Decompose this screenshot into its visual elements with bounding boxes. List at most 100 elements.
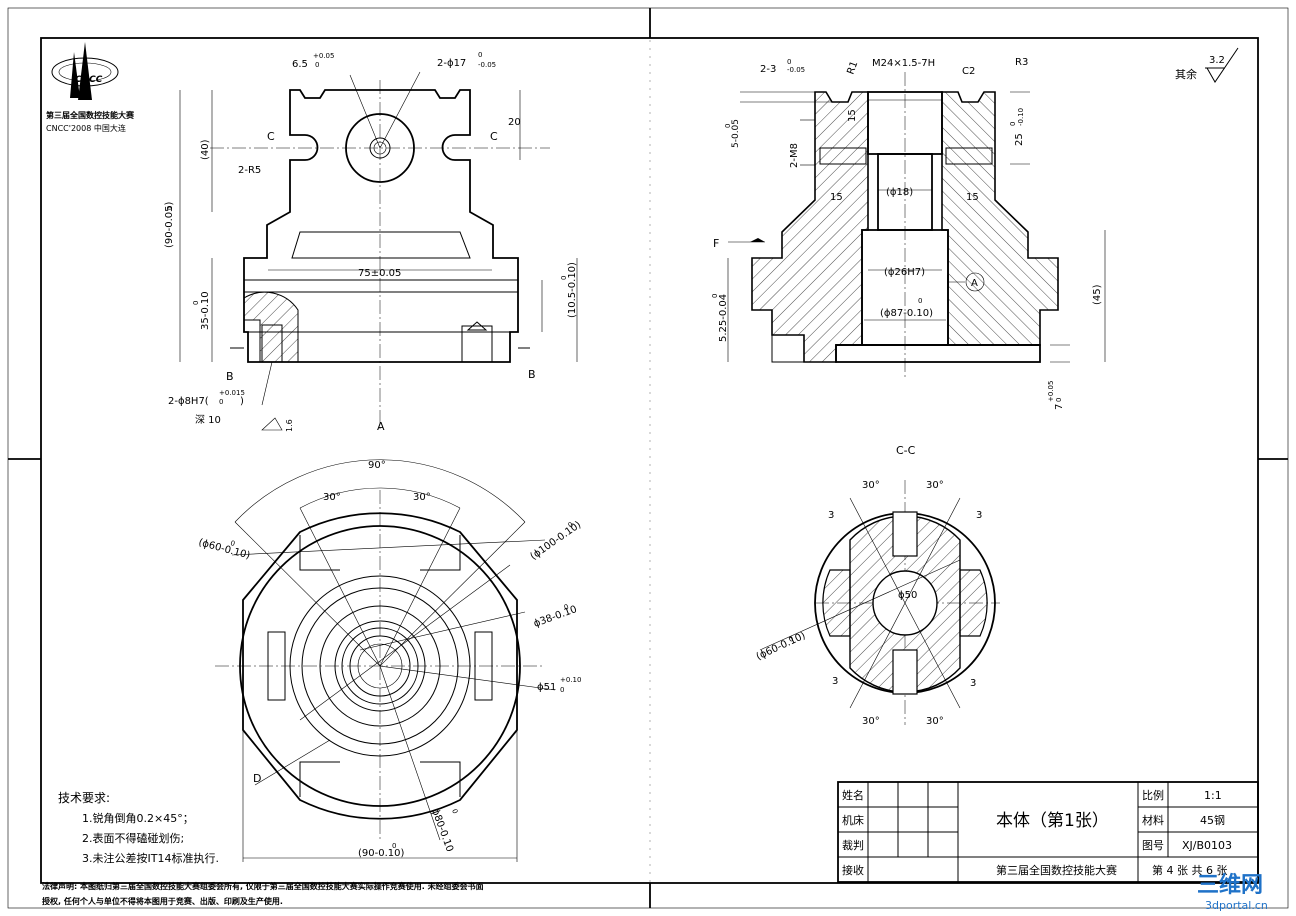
field-drawing-no-label: 图号 xyxy=(1142,839,1164,852)
dim-7-lower: 0 xyxy=(1055,398,1063,402)
dim-45: (45) xyxy=(1092,284,1103,305)
dim-15-right: 15 xyxy=(966,192,979,203)
label-receive: 接收 xyxy=(842,863,864,877)
section-mark-b-right: B xyxy=(528,368,536,381)
field-material-label: 材料 xyxy=(1142,813,1164,827)
roughness-note: 其余 3.2 xyxy=(1175,47,1239,83)
dim-40: (40) xyxy=(200,139,211,160)
dim-slot-width: 6.5 xyxy=(292,59,308,70)
notes-title: 技术要求: xyxy=(58,791,110,805)
cc-dim-3-top-right: 3 xyxy=(976,510,982,521)
logo-text: CNCC xyxy=(75,75,103,85)
field-scale-value: 1:1 xyxy=(1204,789,1222,802)
field-material-value: 45钢 xyxy=(1200,814,1225,827)
watermark: 三维网 3dportal.cn xyxy=(1197,872,1268,912)
sheet-number: 第 4 张 共 6 张 xyxy=(1152,863,1227,877)
dim-groove: 2-3 xyxy=(760,64,776,75)
dim-r3: R3 xyxy=(1015,57,1028,68)
dim-25-lower: -0.10 xyxy=(1017,108,1025,126)
label-name: 姓名 xyxy=(842,788,864,802)
dim-90-zero: 0 xyxy=(166,206,174,210)
section-cc-view: C-C 30° 30° 3 3 ϕ50 (ϕ60-0.10) 0 3 3 30°… xyxy=(755,444,1000,727)
dim-90-bottom-zero: 0 xyxy=(392,842,396,850)
dim-7-upper: +0.05 xyxy=(1047,381,1055,402)
cc-angle-bottom-left: 30° xyxy=(862,716,880,727)
dim-phi100-zero: 0 xyxy=(567,521,575,530)
field-scale-label: 比例 xyxy=(1142,788,1164,802)
part-name: 本体（第1张） xyxy=(996,811,1109,831)
dim-5: 5-0.05 xyxy=(731,119,741,148)
dim-75: 75±0.05 xyxy=(358,268,401,279)
dim-thread: M24×1.5-7H xyxy=(872,58,935,69)
dim-phi60-zero: 0 xyxy=(229,539,235,548)
dim-phi51-upper: +0.10 xyxy=(560,676,581,684)
competition-name: 第三届全国数控技能大赛 xyxy=(996,863,1117,877)
dim-phi51: ϕ51 xyxy=(537,682,556,693)
cc-phi60: (ϕ60-0.10) xyxy=(755,630,808,662)
dim-25: 25 xyxy=(1014,133,1025,146)
section-mark-c-right: C xyxy=(490,130,498,143)
cc-title: C-C xyxy=(896,444,916,457)
dim-bore-18: (ϕ18) xyxy=(886,187,913,198)
dim-20: 20 xyxy=(508,117,521,128)
dim-90: (90-0.05) xyxy=(164,202,175,249)
dim-phi38: ϕ38-0.10 xyxy=(532,604,578,630)
dim-bore-87-zero: 0 xyxy=(918,297,922,305)
dim-pin-hole: 2-ϕ8H7( xyxy=(168,396,209,407)
dim-groove-upper: 0 xyxy=(787,58,791,66)
dim-phi80: ϕ80-0.10 xyxy=(429,807,455,853)
dim-c2: C2 xyxy=(962,66,975,77)
dim-25-upper: 0 xyxy=(1009,122,1017,126)
section-mark-b-left: B xyxy=(226,370,234,383)
field-drawing-no-value: XJ/B0103 xyxy=(1182,839,1232,852)
dim-35: 35-0.10 xyxy=(200,291,211,330)
title-block: 姓名 机床 裁判 接收 本体（第1张） 第三届全国数控技能大赛 比例 1:1 材… xyxy=(837,781,1259,883)
cc-dim-3-top-left: 3 xyxy=(828,510,834,521)
cc-dim-3-bottom-right: 3 xyxy=(970,678,976,689)
dim-15-top: 15 xyxy=(847,109,858,122)
front-view: 6.5 +0.05 0 2-ϕ17 0 -0.05 20 (40) 2-R5 (… xyxy=(164,51,578,433)
dim-angle-30-right: 30° xyxy=(413,492,431,503)
label-machine: 机床 xyxy=(842,813,864,827)
dim-35-zero: 0 xyxy=(192,301,200,305)
dim-phi38-zero: 0 xyxy=(563,603,570,612)
dim-5-zero: 0 xyxy=(724,124,732,128)
dim-angle-90: 90° xyxy=(368,460,386,471)
dim-pin-lower: 0 xyxy=(219,398,223,406)
dim-roughness: 1.6 xyxy=(285,419,294,432)
view-mark-a: A xyxy=(377,420,385,433)
dim-bore-upper: 0 xyxy=(478,51,482,59)
datum-a: A xyxy=(971,278,978,289)
roughness-label: 其余 xyxy=(1175,67,1197,81)
dim-90-bottom: (90-0.10) xyxy=(358,848,405,859)
watermark-text: 三维网 xyxy=(1197,872,1263,898)
dim-angle-30-left: 30° xyxy=(323,492,341,503)
note-1: 1.锐角倒角0.2×45°； xyxy=(82,811,194,825)
dim-slot-lower: 0 xyxy=(315,61,319,69)
cc-dim-3-bottom-left: 3 xyxy=(832,676,838,687)
dim-pin-upper: +0.015 xyxy=(219,389,245,397)
dim-pin-close: ) xyxy=(240,396,244,407)
dim-phi100: (ϕ100-0.10) xyxy=(528,519,583,562)
note-2: 2.表面不得磕碰划伤; xyxy=(82,831,184,845)
logo-line2: CNCC'2008 中国大连 xyxy=(46,123,126,133)
dim-bore-lower: -0.05 xyxy=(478,61,496,69)
dim-r1: R1 xyxy=(845,60,860,76)
dim-bore: 2-ϕ17 xyxy=(437,58,466,69)
dim-phi51-lower: 0 xyxy=(560,686,564,694)
top-view: 90° 30° 30° (ϕ60-0.10) 0 (ϕ100-0.10) 0 ϕ… xyxy=(197,459,583,862)
dim-5-25: 5.25-0.04 xyxy=(718,294,729,342)
statement-line1: 法律声明: 本图纸归第三届全国数控技能大赛组委会所有, 仅限于第三届全国数控技能… xyxy=(42,881,484,891)
dim-bore-87: (ϕ87-0.10) xyxy=(880,308,933,319)
technical-notes: 技术要求: 1.锐角倒角0.2×45°； 2.表面不得磕碰划伤; 3.未注公差按… xyxy=(58,791,219,865)
dim-bore-26: (ϕ26H7) xyxy=(884,267,925,278)
dim-phi60: (ϕ60-0.10) xyxy=(197,537,251,561)
statement-line2: 授权, 任何个人与单位不得将本图用于竞赛、出版、印刷及生产使用. xyxy=(42,896,283,906)
dim-10-5: (10.5-0.10) xyxy=(567,262,578,318)
dim-r5: 2-R5 xyxy=(238,165,261,176)
cc-angle-bottom-right: 30° xyxy=(926,716,944,727)
cc-angle-top-left: 30° xyxy=(862,480,880,491)
note-3: 3.未注公差按IT14标准执行. xyxy=(82,851,219,865)
legal-statement: 法律声明: 本图纸归第三届全国数控技能大赛组委会所有, 仅限于第三届全国数控技能… xyxy=(42,881,484,906)
watermark-url: 3dportal.cn xyxy=(1205,899,1268,912)
